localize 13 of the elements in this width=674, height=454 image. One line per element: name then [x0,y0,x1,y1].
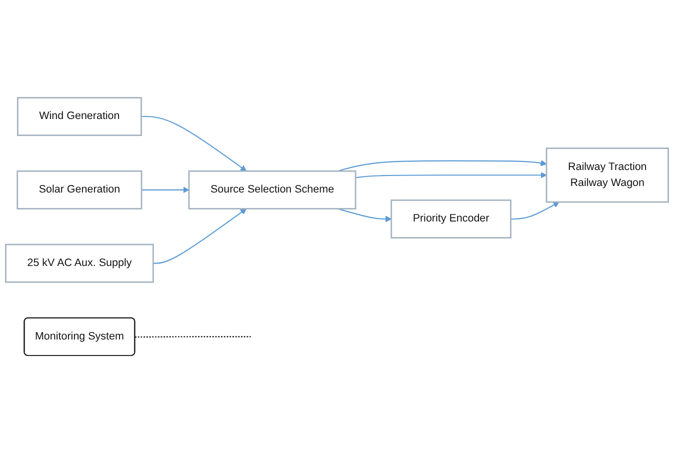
arrow [355,172,547,179]
node-box: 25 kV AC Aux. Supply [5,244,154,284]
arrow [337,160,547,172]
arrow [153,208,247,264]
connector [135,336,251,338]
arrow [141,116,247,172]
arrow [142,187,190,194]
node-box: Solar Generation [16,170,142,210]
arrow [510,202,560,220]
node-box: Priority Encoder [390,200,512,239]
node-box: Wind Generation [16,97,142,136]
node-box: Railway Traction Railway Wagon [546,148,669,204]
node-box: Source Selection Scheme [188,170,356,210]
